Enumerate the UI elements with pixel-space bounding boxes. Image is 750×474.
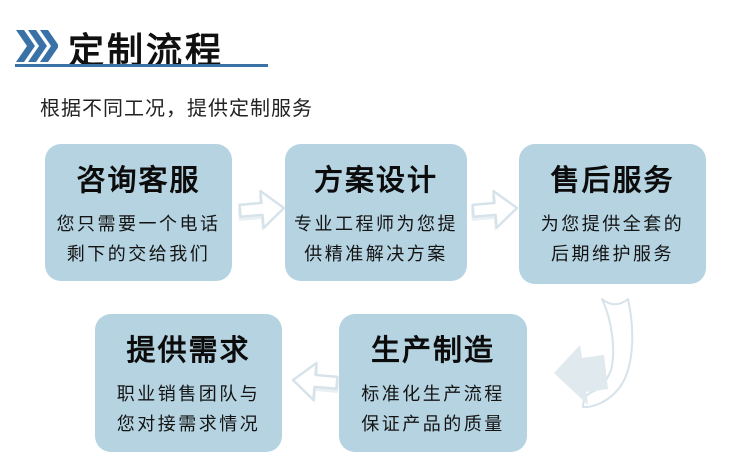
step-desc-line: 供精准解决方案 bbox=[304, 244, 448, 264]
arrow-right-icon bbox=[234, 184, 288, 239]
flow-step-production: 生产制造 标准化生产流程 保证产品的质量 bbox=[339, 314, 527, 452]
flow-step-consult: 咨询客服 您只需要一个电话 剩下的交给我们 bbox=[45, 144, 232, 281]
arrow-curve-down-left-icon bbox=[552, 295, 642, 425]
title-underline bbox=[15, 64, 268, 67]
step-title: 咨询客服 bbox=[76, 165, 201, 197]
step-desc-line: 职业销售团队与 bbox=[116, 384, 261, 404]
step-desc-line: 后期维护服务 bbox=[551, 244, 674, 264]
step-desc-line: 为您提供全套的 bbox=[540, 214, 685, 234]
flow-step-design: 方案设计 专业工程师为您提 供精准解决方案 bbox=[285, 144, 467, 281]
step-desc-line: 标准化生产流程 bbox=[361, 384, 505, 404]
step-title: 售后服务 bbox=[550, 165, 675, 197]
arrow-left-icon bbox=[289, 356, 343, 411]
step-title: 方案设计 bbox=[313, 165, 438, 197]
step-title: 提供需求 bbox=[126, 335, 251, 367]
step-desc-line: 您只需要一个电话 bbox=[56, 214, 221, 234]
step-title: 生产制造 bbox=[370, 335, 495, 367]
step-desc-line: 剩下的交给我们 bbox=[66, 244, 211, 264]
step-desc-line: 专业工程师为您提 bbox=[294, 214, 458, 234]
section-subtitle: 根据不同工况，提供定制服务 bbox=[40, 98, 313, 120]
triple-chevron-icon bbox=[16, 30, 59, 67]
step-desc-line: 保证产品的质量 bbox=[361, 414, 505, 434]
flow-step-requirements: 提供需求 职业销售团队与 您对接需求情况 bbox=[95, 314, 282, 452]
flow-step-aftersales: 售后服务 为您提供全套的 后期维护服务 bbox=[519, 144, 706, 284]
step-desc-line: 您对接需求情况 bbox=[116, 414, 261, 434]
arrow-right-icon bbox=[467, 184, 521, 239]
